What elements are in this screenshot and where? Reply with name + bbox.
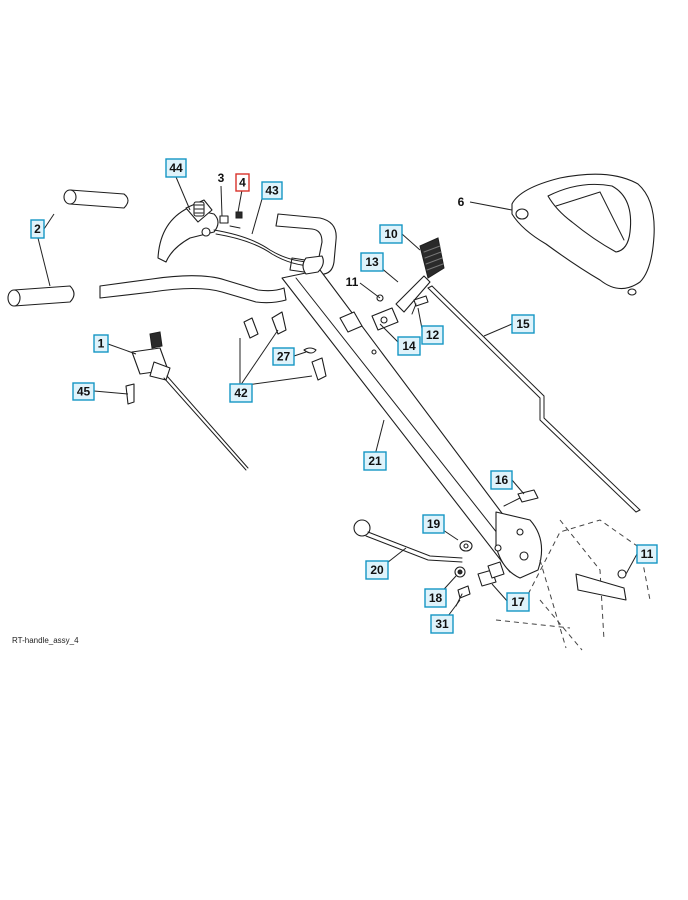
callout-2: 2 bbox=[30, 219, 45, 239]
callout-31-label: 31 bbox=[435, 617, 449, 631]
left-handlebar bbox=[99, 275, 287, 304]
bolt-16 bbox=[503, 489, 539, 507]
callout-1-label: 1 bbox=[98, 337, 105, 351]
lower-bracket bbox=[494, 511, 543, 579]
callout-27: 27 bbox=[272, 347, 295, 366]
spring-and-screw bbox=[193, 201, 243, 229]
callout-6: 6 bbox=[458, 195, 465, 209]
callout-4-label: 4 bbox=[239, 176, 246, 190]
callout-18: 18 bbox=[424, 588, 447, 608]
tiller-body-outline bbox=[495, 519, 651, 651]
callout-3: 3 bbox=[218, 171, 225, 185]
bolts-42 bbox=[243, 311, 327, 381]
callout-45-label: 45 bbox=[77, 385, 91, 399]
callout-44-label: 44 bbox=[169, 161, 183, 175]
control-cable bbox=[213, 229, 320, 268]
callout-11-top-label: 11 bbox=[346, 275, 359, 289]
callout-21: 21 bbox=[363, 451, 387, 471]
callout-4: 4 bbox=[235, 173, 250, 192]
callout-2-label: 2 bbox=[34, 222, 41, 236]
callout-13: 13 bbox=[360, 252, 384, 272]
callout-20: 20 bbox=[365, 560, 389, 580]
handle-grips bbox=[7, 189, 129, 307]
callout-42-label: 42 bbox=[234, 386, 248, 400]
callout-10: 10 bbox=[379, 224, 403, 244]
gearshift-knob bbox=[419, 237, 445, 279]
figure-caption: RT-handle_assy_4 bbox=[12, 636, 79, 645]
callout-3-label: 3 bbox=[218, 171, 225, 185]
callout-17-label: 17 bbox=[511, 595, 525, 609]
shift-rod bbox=[427, 285, 641, 513]
callout-16-label: 16 bbox=[495, 473, 509, 487]
callout-13-label: 13 bbox=[365, 255, 379, 269]
callout-1: 1 bbox=[93, 334, 109, 353]
callout-16: 16 bbox=[490, 470, 513, 490]
callout-43: 43 bbox=[261, 181, 283, 200]
callout-20-label: 20 bbox=[370, 563, 384, 577]
callout-43-label: 43 bbox=[265, 184, 279, 198]
callout-12: 12 bbox=[421, 325, 444, 345]
callout-19-label: 19 bbox=[427, 517, 441, 531]
callout-19: 19 bbox=[422, 514, 445, 534]
bolt-12 bbox=[411, 295, 429, 315]
callout-44: 44 bbox=[165, 158, 187, 178]
shift-lever bbox=[339, 275, 431, 333]
callout-42: 42 bbox=[229, 383, 253, 403]
main-handle-tube bbox=[281, 255, 535, 573]
throttle-bracket bbox=[125, 331, 249, 471]
callout-31: 31 bbox=[430, 614, 454, 634]
callout-11-bottom-label: 11 bbox=[641, 547, 654, 561]
callout-27-label: 27 bbox=[277, 350, 291, 364]
callout-12-label: 12 bbox=[426, 328, 440, 342]
callout-11-bottom: 11 bbox=[636, 544, 658, 564]
callout-21-label: 21 bbox=[368, 454, 382, 468]
callout-18-label: 18 bbox=[429, 591, 443, 605]
callout-17: 17 bbox=[506, 592, 530, 612]
callout-10-label: 10 bbox=[384, 227, 398, 241]
callout-15: 15 bbox=[511, 314, 535, 334]
small-hardware bbox=[454, 540, 505, 607]
brake-lever bbox=[157, 199, 219, 263]
callout-14: 14 bbox=[397, 336, 421, 356]
callout-15-label: 15 bbox=[516, 317, 530, 331]
top-cover bbox=[511, 173, 655, 296]
callout-14-label: 14 bbox=[402, 339, 416, 353]
callout-6-label: 6 bbox=[458, 195, 465, 209]
lever-rod bbox=[353, 519, 463, 563]
callout-45: 45 bbox=[72, 382, 95, 401]
callout-11-top: 11 bbox=[346, 275, 359, 289]
